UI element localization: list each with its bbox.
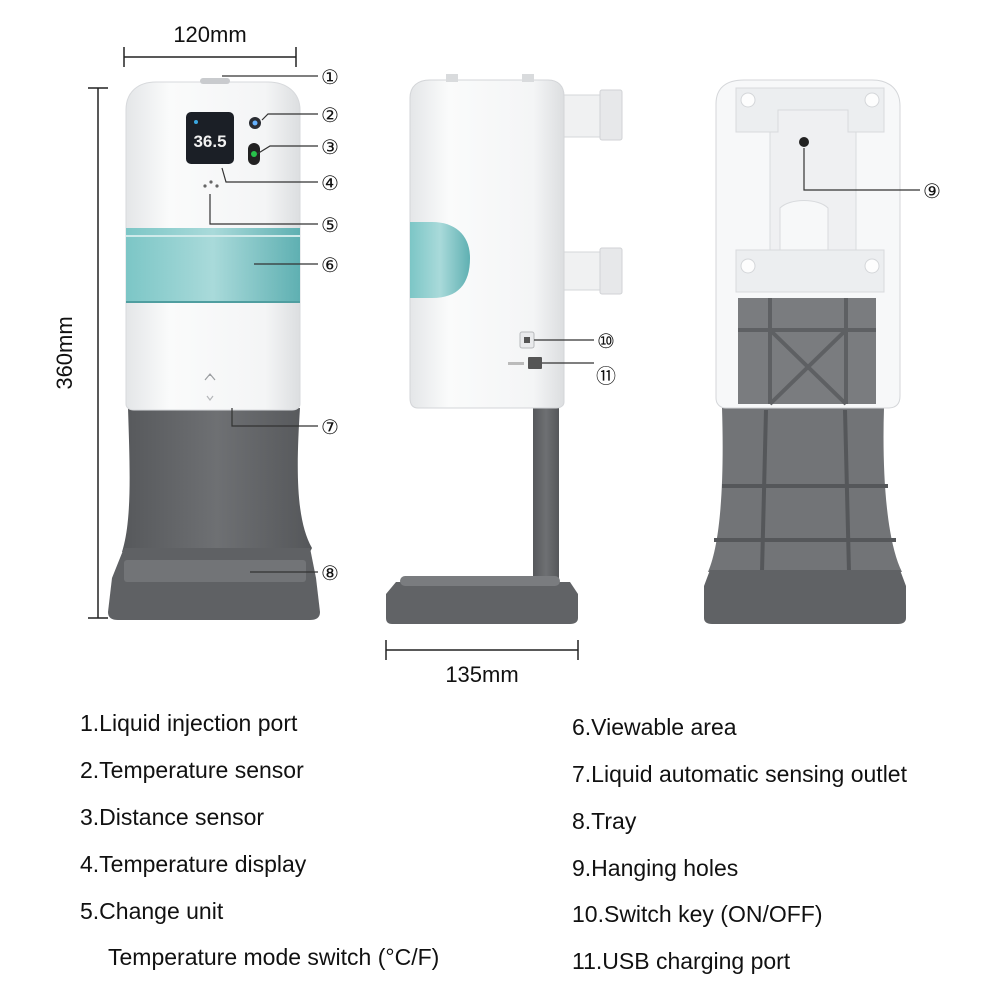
legend-item-1: 1.Liquid injection port (80, 710, 298, 736)
display-reading: 36.5 (193, 132, 226, 151)
legend-item-3: 3.Distance sensor (80, 804, 265, 830)
side-viewable-window (410, 222, 470, 298)
front-view: 36.5 (108, 78, 320, 620)
legend-item-2: 2.Temperature sensor (80, 757, 304, 783)
callout-6: ⑥ (321, 255, 339, 277)
callout-numbers: ① ② ③ ④ ⑤ ⑥ ⑦ ⑧ ⑨ ⑩ ⑪ (321, 67, 941, 585)
usb-charging-port (528, 357, 542, 369)
front-stand (122, 408, 312, 552)
callout-4: ④ (321, 173, 339, 195)
hanging-hole-upper (799, 137, 809, 147)
side-body (409, 79, 565, 409)
legend-item-5-detail: Temperature mode switch (°C/F) (108, 944, 440, 970)
legend-item-5: 5.Change unit (80, 898, 224, 924)
height-dimension-line (88, 87, 108, 619)
depth-dimension-label: 135mm (445, 662, 518, 687)
legend-item-11: 11.USB charging port (572, 948, 791, 974)
callout-5: ⑤ (321, 215, 339, 237)
back-stand (708, 408, 902, 572)
front-viewable-window (126, 228, 300, 302)
liquid-injection-port (200, 78, 230, 84)
back-tray (704, 570, 906, 624)
callout-10: ⑩ (597, 331, 615, 353)
legend-item-10: 10.Switch key (ON/OFF) (572, 901, 823, 927)
height-dimension-label: 360mm (52, 316, 77, 389)
callout-3: ③ (321, 137, 339, 159)
side-view (386, 74, 623, 624)
depth-dimension-line (385, 640, 579, 660)
legend-item-9: 9.Hanging holes (572, 855, 739, 881)
leader-lines (209, 75, 920, 573)
legend-item-6: 6.Viewable area (572, 714, 737, 740)
change-unit-key (203, 180, 219, 188)
callout-9: ⑨ (923, 181, 941, 203)
front-tray (108, 548, 320, 620)
callout-11: ⑪ (596, 365, 616, 388)
width-dimension-label: 120mm (173, 22, 246, 47)
temperature-display (186, 112, 234, 164)
side-pole (533, 404, 559, 582)
back-view (704, 79, 906, 624)
callout-2: ② (321, 105, 339, 127)
legend-item-8: 8.Tray (572, 808, 637, 834)
legend-item-7: 7.Liquid automatic sensing outlet (572, 761, 907, 787)
width-dimension-line (123, 47, 297, 67)
side-tray (386, 582, 578, 624)
callout-8: ⑧ (321, 563, 339, 585)
legend-item-4: 4.Temperature display (80, 851, 307, 877)
callout-1: ① (321, 67, 339, 89)
callout-7: ⑦ (321, 417, 339, 439)
